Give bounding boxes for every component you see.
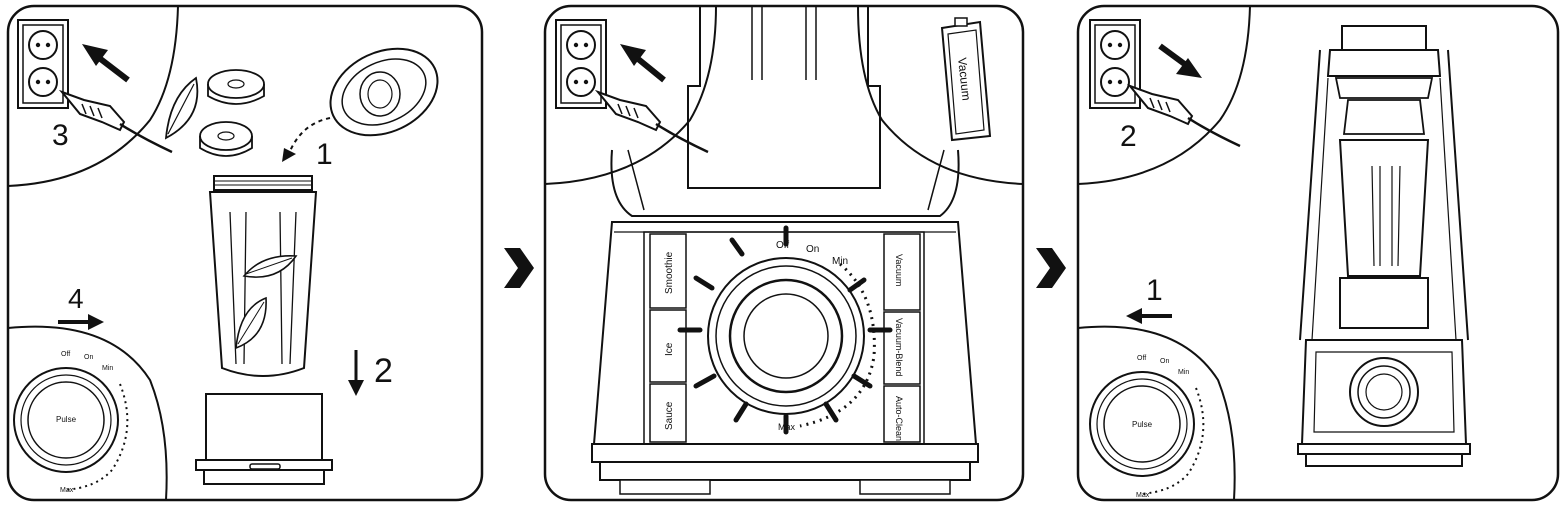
arrow-icon: [348, 350, 364, 396]
panel-1: 3 1: [6, 4, 484, 502]
chevron-right-icon: [1036, 248, 1066, 288]
dial-min-label: Min: [832, 256, 848, 267]
sauce-button[interactable]: [649, 383, 687, 443]
ice-label: Ice: [664, 342, 675, 356]
vacuum-closeup-label: Vacuum: [955, 57, 973, 101]
arrow-icon: [1126, 308, 1172, 324]
sauce-label: Sauce: [664, 401, 675, 430]
arrow-icon: [58, 314, 104, 330]
dial-on-label: On: [806, 244, 819, 255]
control-dial: Pulse Off On Min Max: [13, 351, 129, 494]
blender-assembled: [1297, 25, 1471, 467]
control-dial[interactable]: Off On Min Max: [677, 225, 893, 435]
step-2-label: 2: [1120, 120, 1137, 153]
vacuum-blend-button[interactable]: [883, 311, 921, 385]
wall-socket-icon: [17, 19, 69, 109]
smoothie-button[interactable]: [649, 233, 687, 309]
panel-3: 2 1: [1076, 4, 1560, 502]
dial-center-label: Pulse: [56, 415, 77, 424]
step-1-label: 1: [1146, 274, 1163, 307]
wall-socket-icon: [555, 19, 607, 109]
dial-min-label: Min: [102, 365, 113, 372]
auto-clean-button[interactable]: [883, 385, 921, 443]
auto-clean-label: Auto-Clean: [894, 396, 904, 441]
fruit-slice-icon: [199, 121, 253, 157]
arrow-icon: [1158, 43, 1202, 78]
dial-on-label: On: [1160, 358, 1169, 365]
chevron-right-icon: [504, 248, 534, 288]
jar-lid-icon: [329, 47, 439, 137]
vacuum-button[interactable]: [883, 233, 921, 311]
step-2-label: 2: [374, 352, 393, 390]
dial-center-label: Pulse: [1132, 420, 1153, 429]
wall-socket-icon: [1089, 19, 1141, 109]
leaf-icon: [164, 76, 199, 140]
dial-off-label: Off: [776, 240, 789, 251]
ice-button[interactable]: [649, 309, 687, 383]
dial-off-label: Off: [1137, 355, 1146, 362]
step-1-label: 1: [316, 138, 333, 171]
control-dial: Pulse Off On Min Max: [1089, 355, 1205, 499]
dial-on-label: On: [84, 354, 93, 361]
blender-jar: [208, 175, 318, 377]
vacuum-button-closeup: Vacuum: [940, 17, 992, 142]
dial-max-label: Max: [60, 487, 74, 494]
panel-2: Smoothie Ice Sauce Vacuum Vacuum-Blend A…: [543, 4, 1025, 502]
step-3-label: 3: [52, 119, 69, 152]
dial-max-label: Max: [778, 422, 796, 432]
blender-base: [195, 393, 333, 485]
fruit-slice-icon: [207, 69, 265, 105]
vacuum-label: Vacuum: [894, 254, 904, 286]
vacuum-blend-label: Vacuum-Blend: [894, 318, 904, 376]
arrow-icon: [620, 44, 666, 83]
step-4-label: 4: [68, 283, 84, 314]
smoothie-label: Smoothie: [664, 251, 675, 294]
dial-off-label: Off: [61, 351, 70, 358]
dial-max-label: Max: [1136, 492, 1150, 499]
dial-min-label: Min: [1178, 369, 1189, 376]
arrow-icon: [82, 44, 130, 83]
